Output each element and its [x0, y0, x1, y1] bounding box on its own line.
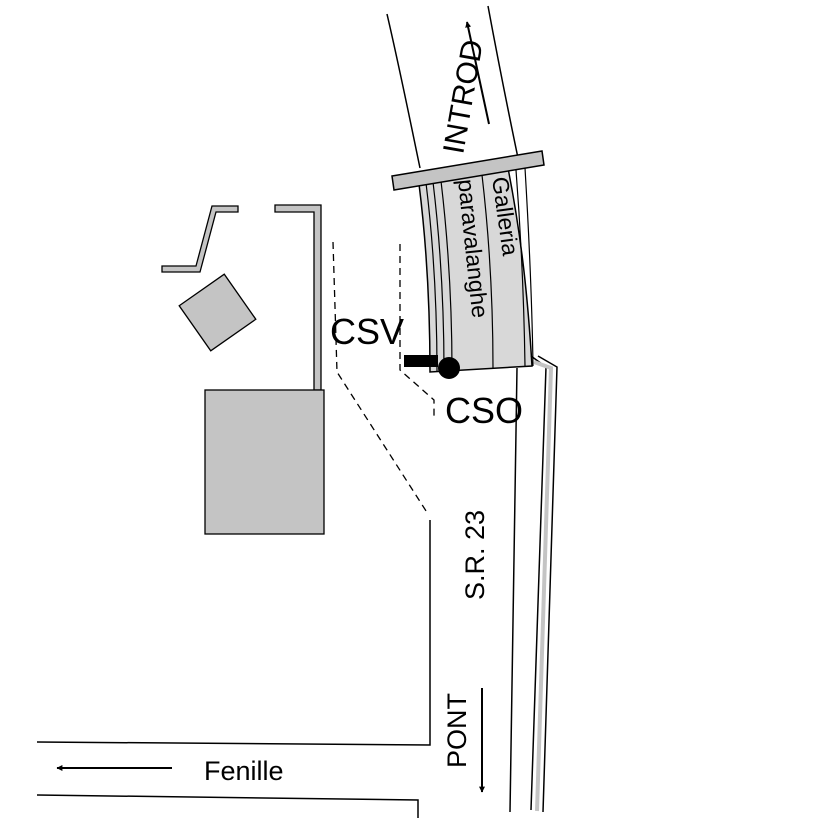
wall-right [274, 204, 322, 391]
cso-station [404, 355, 460, 379]
arrow-up-icon [465, 21, 490, 125]
label-road: S.R. 23 [460, 510, 490, 600]
structures [161, 204, 325, 535]
dashed-paths [332, 241, 435, 515]
wall-left [161, 205, 239, 273]
gallery-portal [391, 150, 545, 191]
label-csv: CSV [330, 311, 404, 352]
gallery-body [418, 167, 533, 373]
introd-road [386, 5, 519, 169]
cso-bar [404, 355, 438, 367]
label-pont: PONT [442, 693, 472, 768]
large-building [204, 389, 325, 535]
small-building [178, 273, 257, 352]
cso-point [438, 357, 460, 379]
avalanche-gallery [391, 150, 545, 373]
label-cso: CSO [445, 390, 523, 431]
sr23-road [36, 355, 558, 818]
label-fenille: Fenille [204, 756, 284, 786]
label-introd: INTROD [437, 37, 489, 156]
